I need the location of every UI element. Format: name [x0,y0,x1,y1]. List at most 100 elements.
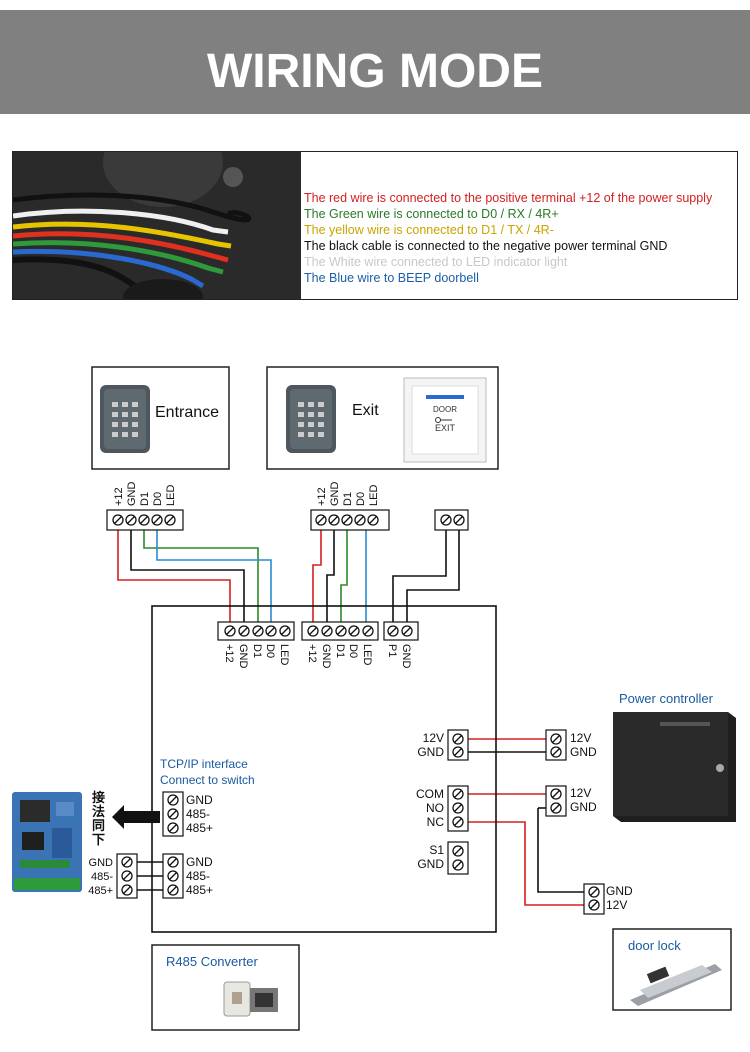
entrance-reader-box: Entrance [91,366,230,470]
svg-text:485-: 485- [186,807,210,821]
svg-text:GND: GND [186,855,213,869]
svg-text:D1: D1 [139,492,151,506]
electric-lock-icon [630,964,722,1006]
svg-text:LED: LED [368,485,380,506]
keypad-reader-icon [100,385,150,453]
svg-text:同: 同 [92,818,105,833]
svg-text:NC: NC [427,815,445,829]
legend-green: The Green wire is connected to D0 / RX /… [304,207,559,221]
svg-text:GND: GND [329,482,341,507]
svg-text:D0: D0 [355,492,367,506]
exit-button-top-text: DOOR [433,405,457,414]
board-bus-terminal: GND 485- 485+ [88,853,138,899]
svg-text:GND: GND [320,644,332,669]
controller-tcp-terminal: GND 485- 485+ [162,791,213,837]
svg-text:下: 下 [92,832,105,847]
svg-text:485+: 485+ [88,885,113,897]
svg-text:GND: GND [570,745,597,759]
page-title: WIRING MODE [207,45,543,98]
left-arrow-icon [112,805,160,829]
controller-exit-terminal [383,621,419,641]
legend-lines: The red wire is connected to the positiv… [304,190,712,286]
svg-text:D0: D0 [264,644,276,658]
wire-bundle-illustration [13,152,301,299]
power-out2-terminal: 12V GND [545,785,597,817]
svg-text:D1: D1 [251,644,263,658]
controller-sensor-terminal: S1 GND [417,841,469,875]
exit-reader-pin-labels: +12 GND D1 D0 LED [316,482,380,507]
door-lock-box: door lock [612,928,732,1011]
svg-text:GND: GND [237,644,249,669]
entrance-reader-terminal [106,509,184,531]
svg-text:S1: S1 [429,843,444,857]
svg-text:GND: GND [186,793,213,807]
controller-exit-pin-labels: P1 GND [386,644,412,669]
legend-blue: The Blue wire to BEEP doorbell [304,271,479,285]
svg-text:LED: LED [278,644,290,665]
svg-text:GND: GND [417,745,444,759]
wiring-diagram: Entrance Exit DOOR EXIT [12,366,736,1031]
entrance-label: Entrance [155,404,219,421]
svg-text:GND: GND [89,857,114,869]
exit-label: Exit [352,402,379,419]
door-lock-label: door lock [628,938,681,953]
chinese-note: 接 法 同 下 [92,790,105,847]
controller-relay-terminal: COM NO NC [416,785,469,832]
svg-text:12V: 12V [606,898,627,912]
svg-text:12V: 12V [570,786,591,800]
svg-text:GND: GND [417,857,444,871]
svg-text:12V: 12V [570,731,591,745]
wires [117,528,584,906]
power-controller-label: Power controller [619,691,714,706]
exit-device-box: Exit DOOR EXIT [266,366,499,470]
svg-text:D1: D1 [342,492,354,506]
svg-text:+12: +12 [113,487,125,506]
power-out1-terminal: 12V GND [545,729,597,761]
svg-text:485-: 485- [186,869,210,883]
svg-text:Connect to switch: Connect to switch [160,773,255,787]
svg-text:GND: GND [570,800,597,814]
controller-reader1-terminal [217,621,295,641]
controller-power-terminal: 12V GND [417,729,469,761]
keypad-reader-icon [286,385,336,453]
controller-reader1-pin-labels: +12 GND D1 D0 LED [223,644,290,669]
svg-text:+12: +12 [316,487,328,506]
circuit-board-icon [12,792,82,892]
usb-converter-icon [223,981,278,1017]
svg-text:GND: GND [126,482,138,507]
exit-reader-terminal [310,509,390,531]
wire-color-legend: The red wire is connected to the positiv… [12,151,738,300]
svg-text:485+: 485+ [186,821,213,835]
svg-text:TCP/IP interface: TCP/IP interface [160,757,248,771]
svg-text:GND: GND [606,884,633,898]
svg-text:D0: D0 [347,644,359,658]
controller-bus-terminal: GND 485- 485+ [162,853,213,899]
svg-text:485+: 485+ [186,883,213,897]
controller-reader2-terminal [301,621,379,641]
legend-red: The red wire is connected to the positiv… [304,191,713,205]
svg-text:NO: NO [426,801,444,815]
svg-text:D1: D1 [334,644,346,658]
access-controller: +12 GND D1 D0 LED +12 GND D1 D0 LED P1 G… [151,605,497,933]
wire-photo [13,152,301,299]
svg-text:D0: D0 [152,492,164,506]
header-banner: WIRING MODE [0,10,750,114]
svg-text:COM: COM [416,787,444,801]
svg-text:+12: +12 [223,644,235,663]
tcpip-label: TCP/IP interface Connect to switch [160,757,255,787]
svg-text:法: 法 [92,804,105,819]
legend-yellow: The yellow wire is connected to D1 / TX … [304,223,554,237]
r485-converter-box: R485 Converter [151,944,300,1031]
svg-text:P1: P1 [386,644,398,657]
svg-text:接: 接 [92,790,105,805]
entrance-reader-pin-labels: +12 GND D1 D0 LED [113,482,177,507]
svg-text:LED: LED [165,485,177,506]
legend-black: The black cable is connected to the nega… [304,239,668,253]
exit-button-bottom-text: EXIT [435,423,456,433]
exit-button-icon: DOOR EXIT [403,377,487,463]
svg-text:+12: +12 [306,644,318,663]
svg-text:LED: LED [361,644,373,665]
svg-text:485-: 485- [91,871,113,883]
power-controller-box-icon [613,712,736,822]
converter-label: R485 Converter [166,954,258,969]
